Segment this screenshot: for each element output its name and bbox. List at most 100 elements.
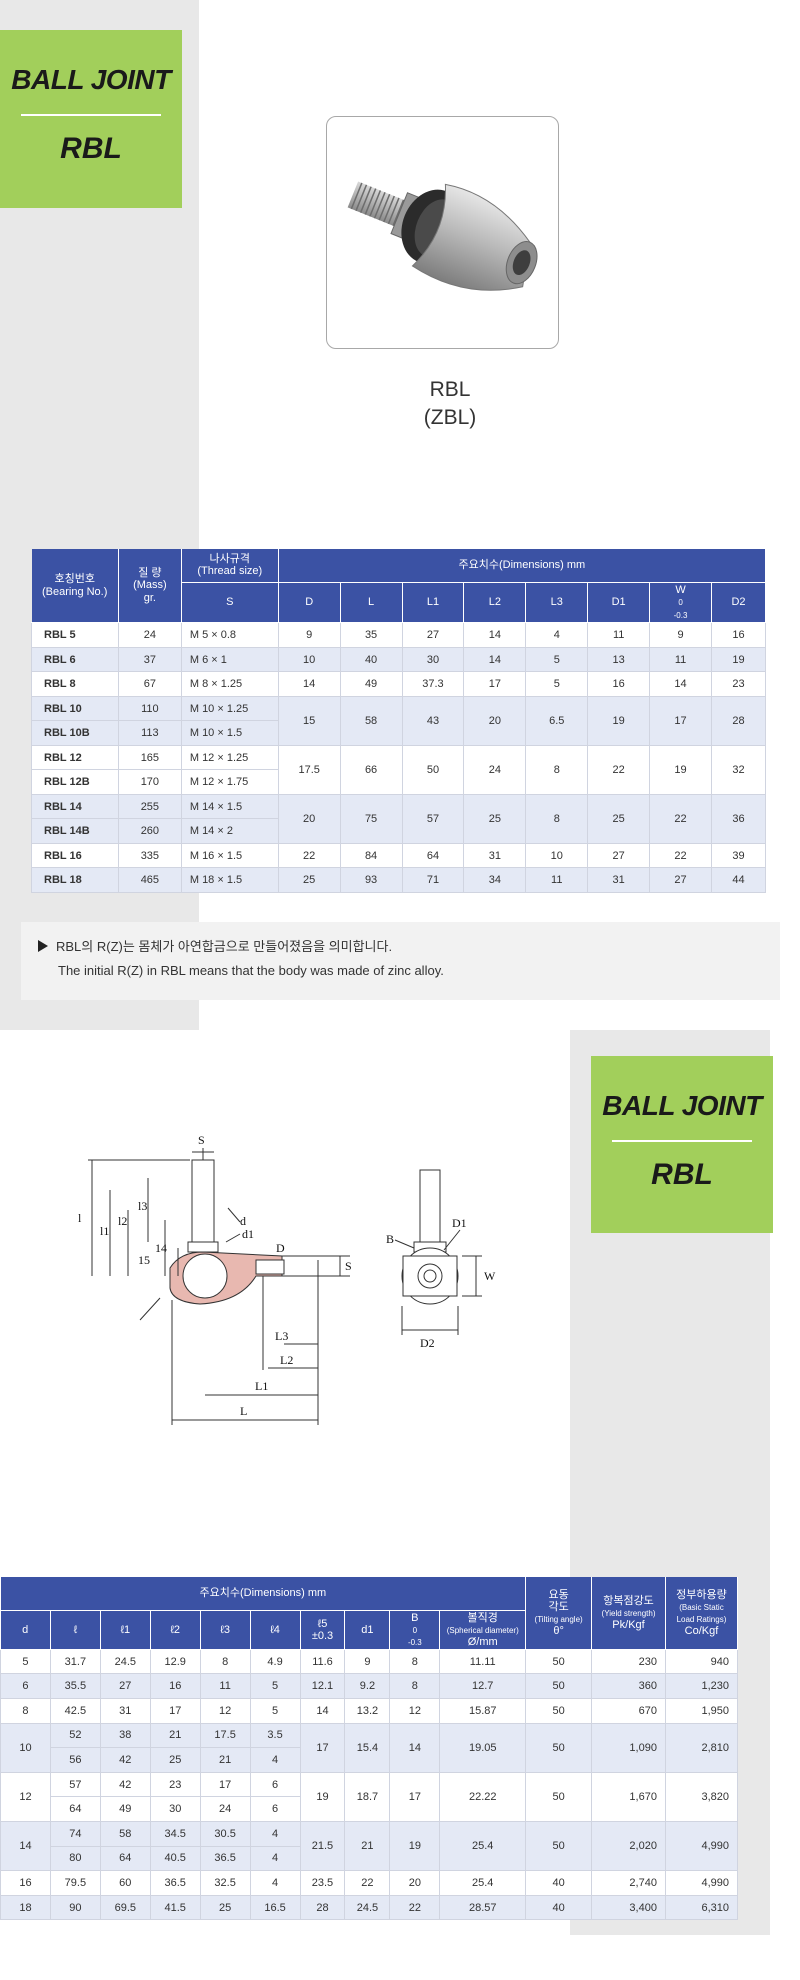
header-text: Co/Kgf xyxy=(684,1624,719,1637)
header-text: (Basic Static Load Ratings) xyxy=(676,1602,727,1624)
table-cell: 17 xyxy=(649,695,712,746)
table-cell: 15.87 xyxy=(439,1697,527,1724)
table-cell: 22 xyxy=(277,842,341,869)
table-cell: 9 xyxy=(277,622,341,648)
table-cell: 8 xyxy=(0,1697,51,1724)
table-cell: 940 xyxy=(664,1648,739,1675)
header-text: Pk/Kgf xyxy=(612,1618,645,1631)
table-cell: 11 xyxy=(199,1673,251,1699)
header-d: d xyxy=(0,1610,51,1650)
table-cell: 11 xyxy=(649,646,712,673)
table-cell: 49 xyxy=(339,671,403,697)
table-cell: 69.5 xyxy=(99,1894,151,1921)
table-cell: 12 xyxy=(389,1697,441,1724)
header-text: (Yield strength) xyxy=(601,1608,656,1618)
table-cell: 35.5 xyxy=(49,1673,101,1699)
table-cell: M 14 × 1.5 xyxy=(180,793,279,820)
label-L1: L1 xyxy=(255,1379,268,1393)
label-d1: d1 xyxy=(242,1227,254,1241)
table-cell: 44 xyxy=(710,867,767,893)
table-cell: 50 xyxy=(401,744,465,795)
table-cell: 50 xyxy=(525,1648,593,1675)
table-cell: 20 xyxy=(277,793,341,844)
table-cell: 16.5 xyxy=(249,1894,301,1921)
table-cell: 14 xyxy=(299,1697,346,1724)
table-cell: 8 xyxy=(525,744,589,795)
ball-joint-badge-top: BALL JOINT RBL xyxy=(0,30,182,208)
table-cell: 9 xyxy=(649,622,712,648)
header-text: ℓ5 xyxy=(317,1617,328,1630)
header-yield: 항복점강도(Yield strength)Pk/Kgf xyxy=(591,1577,666,1650)
table-cell: RBL 12 xyxy=(31,744,119,771)
table-cell: 335 xyxy=(117,842,182,869)
table-cell: 5 xyxy=(525,646,589,673)
header-static: 정부하용량(Basic Static Load Ratings)Co/Kgf xyxy=(665,1577,739,1650)
table-cell: 260 xyxy=(117,818,182,844)
table-cell: RBL 5 xyxy=(31,622,119,648)
table-cell: M 12 × 1.25 xyxy=(180,744,279,771)
table-cell: 6.5 xyxy=(525,695,589,746)
table-cell: 19.05 xyxy=(439,1722,527,1773)
table-cell: 80 xyxy=(49,1845,101,1872)
ball-joint-image xyxy=(347,181,538,291)
header-L1: L1 xyxy=(402,582,465,624)
table-cell: 4,990 xyxy=(664,1870,739,1896)
table-cell: M 5 × 0.8 xyxy=(180,622,279,648)
table-cell: 23.5 xyxy=(299,1870,346,1896)
table-cell: 19 xyxy=(587,695,651,746)
table-cell: 5 xyxy=(249,1697,301,1724)
table-cell: 19 xyxy=(389,1820,441,1872)
product-alt-name: (ZBL) xyxy=(423,406,477,429)
table-cell: 5 xyxy=(249,1673,301,1699)
header-text: 항복점강도 xyxy=(603,1594,654,1607)
table-cell: 60 xyxy=(99,1870,151,1896)
label-l3: l3 xyxy=(138,1199,147,1213)
label-B: B xyxy=(386,1232,394,1246)
table-cell: 6 xyxy=(0,1673,51,1699)
header-d1: d1 xyxy=(344,1610,391,1650)
header-text: (Spherical diameter) xyxy=(446,1625,519,1635)
table-cell: 5 xyxy=(0,1648,51,1675)
header-text: 질 량 xyxy=(138,566,162,579)
table-cell: 34.5 xyxy=(149,1820,201,1847)
table-cell: 40 xyxy=(525,1870,593,1896)
table-cell: 17.5 xyxy=(277,744,341,795)
table-cell: RBL 18 xyxy=(31,867,119,893)
table-cell: 40 xyxy=(339,646,403,673)
label-S-side: S xyxy=(345,1259,352,1273)
table-cell: 50 xyxy=(525,1820,593,1872)
table-cell: 5 xyxy=(525,671,589,697)
table-cell: RBL 6 xyxy=(31,646,119,673)
table-cell: 64 xyxy=(49,1796,101,1822)
table-cell: 1,670 xyxy=(591,1771,666,1822)
table-cell: 21 xyxy=(199,1747,251,1773)
table-cell: 4 xyxy=(249,1870,301,1896)
table-cell: 3.5 xyxy=(249,1722,301,1749)
table-cell: 50 xyxy=(525,1771,593,1822)
dimension-table: 주요치수(Dimensions) mm 요동 각도(Tilting angle)… xyxy=(0,1577,739,1921)
table-cell: 8 xyxy=(525,793,589,844)
badge-subtitle: RBL xyxy=(60,132,122,165)
table-cell: 39 xyxy=(710,842,767,869)
table-cell: 93 xyxy=(339,867,403,893)
table-cell: 13.2 xyxy=(344,1697,391,1724)
table-cell: 25 xyxy=(149,1747,201,1773)
table-cell: 28.57 xyxy=(439,1894,527,1921)
table-cell: 57 xyxy=(401,793,465,844)
header-thread: 나사규격(Thread size) xyxy=(181,549,279,583)
table-cell: 14 xyxy=(277,671,341,697)
ball-joint-badge-bottom: BALL JOINT RBL xyxy=(591,1056,773,1233)
table-cell: 36.5 xyxy=(149,1870,201,1896)
table-cell: 84 xyxy=(339,842,403,869)
table-cell: 1,950 xyxy=(664,1697,739,1724)
table-cell: 28 xyxy=(299,1894,346,1921)
table-cell: 12 xyxy=(0,1771,51,1822)
table-cell: 10 xyxy=(525,842,589,869)
header-l5: ℓ5±0.3 xyxy=(300,1610,346,1650)
label-L: L xyxy=(240,1404,247,1418)
